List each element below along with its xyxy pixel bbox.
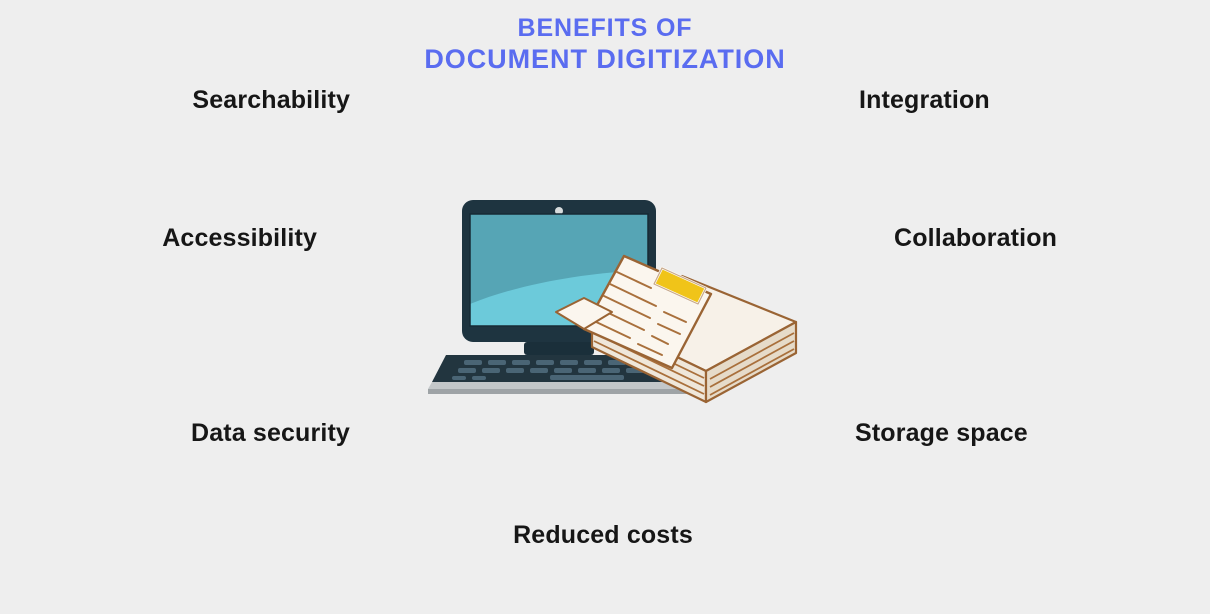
paper-text-lines bbox=[591, 271, 687, 356]
laptop-base bbox=[428, 382, 690, 394]
page-title: BENEFITS OF DOCUMENT DIGITIZATION bbox=[0, 14, 1210, 75]
benefit-label-accessibility: Accessibility bbox=[162, 224, 317, 252]
benefit-label-reduced-costs: Reduced costs bbox=[513, 521, 693, 549]
paper-top-sheet bbox=[582, 254, 713, 370]
highlight-bar bbox=[652, 266, 708, 306]
benefit-label-data-security: Data security bbox=[191, 419, 350, 447]
webcam-icon bbox=[555, 207, 563, 215]
benefit-label-storage-space: Storage space bbox=[855, 419, 1028, 447]
paper-edge-lines-right bbox=[709, 332, 795, 396]
benefit-label-collaboration: Collaboration bbox=[894, 224, 1058, 252]
paper-stack bbox=[555, 254, 798, 404]
benefit-label-searchability: Searchability bbox=[192, 86, 350, 114]
benefit-label-integration: Integration bbox=[859, 86, 990, 114]
laptop-hinge bbox=[524, 342, 594, 355]
title-line-2: DOCUMENT DIGITIZATION bbox=[424, 43, 786, 74]
laptop-and-paper-stack-illustration bbox=[424, 186, 824, 426]
paper-loose-corner bbox=[555, 297, 613, 330]
title-line-1: BENEFITS OF bbox=[517, 14, 693, 42]
